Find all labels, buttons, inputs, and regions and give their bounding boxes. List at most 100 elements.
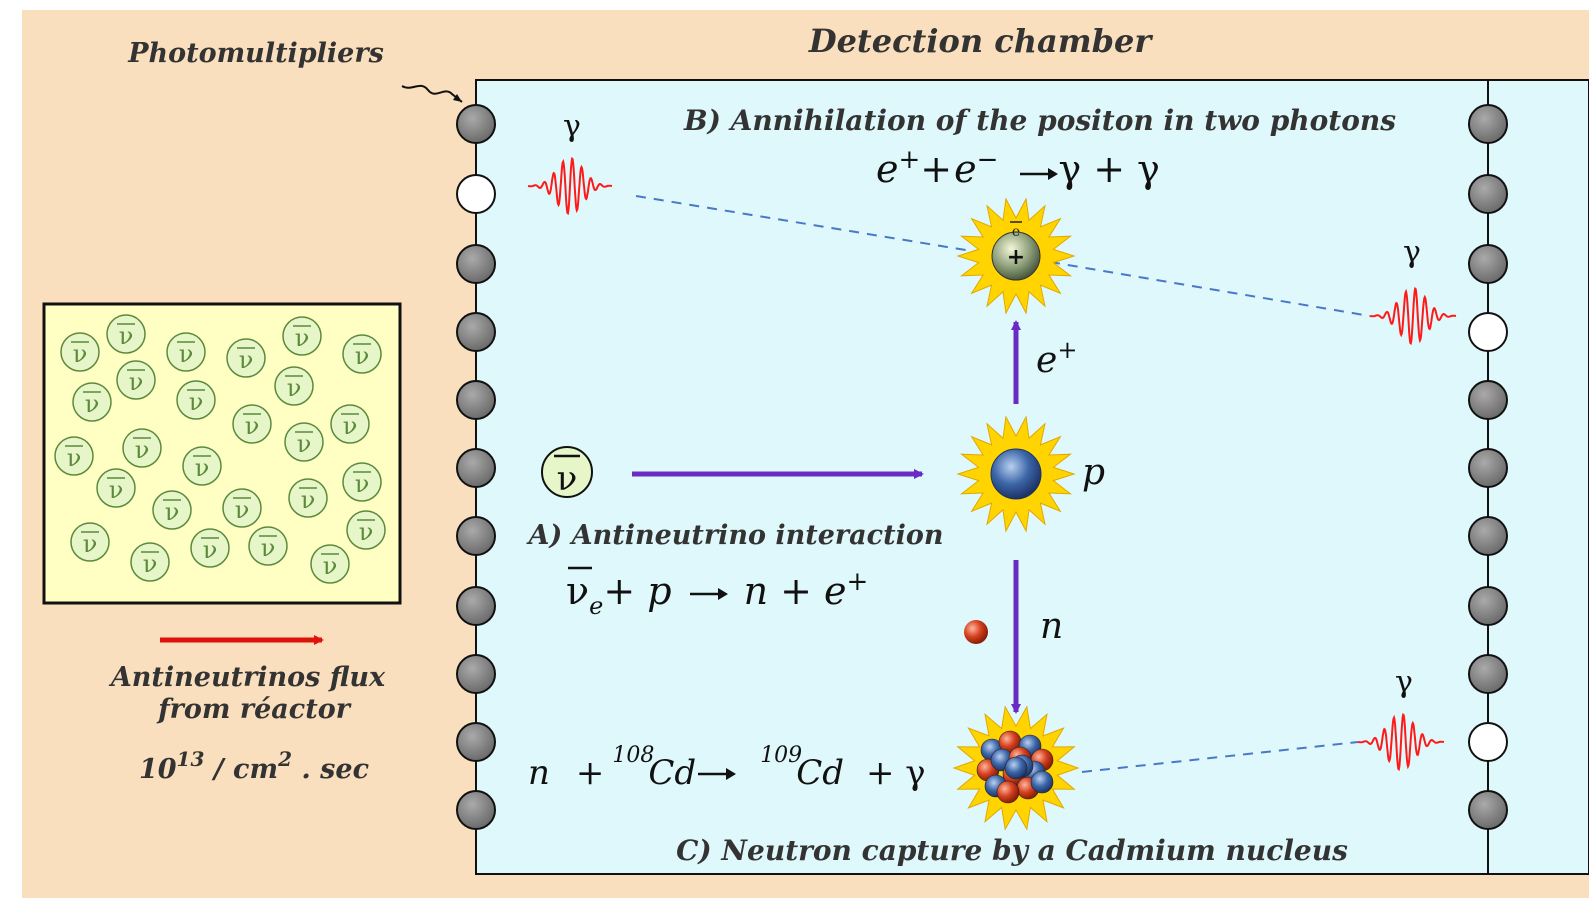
antineutrino-title: A) Antineutrino interaction bbox=[526, 520, 944, 551]
photomultiplier-column-left bbox=[456, 104, 496, 830]
photomultiplier bbox=[456, 654, 496, 694]
antineutrino-particle bbox=[60, 332, 100, 372]
photomultiplier bbox=[456, 174, 496, 214]
photon-path-upper-right bbox=[1049, 261, 1371, 317]
neutron bbox=[964, 620, 988, 644]
svg-text:ν: ν bbox=[245, 412, 260, 440]
antineutrino-particle bbox=[346, 510, 386, 550]
positronium-atom bbox=[991, 231, 1041, 281]
antineutrino-particle bbox=[284, 422, 324, 462]
photomultiplier bbox=[456, 448, 496, 488]
svg-text:ν: ν bbox=[235, 496, 250, 524]
photomultiplier bbox=[456, 516, 496, 556]
antineutrino-particle bbox=[130, 542, 170, 582]
antineutrino-particle bbox=[72, 382, 112, 422]
svg-text:ν: ν bbox=[119, 322, 134, 350]
photomultiplier bbox=[456, 380, 496, 420]
antineutrino-particle bbox=[190, 528, 230, 568]
svg-text:ν: ν bbox=[143, 550, 158, 578]
photomultiplier bbox=[1468, 174, 1508, 214]
gamma-label-upper-left: γ bbox=[563, 109, 581, 144]
neutron-label: n bbox=[1040, 606, 1063, 647]
antineutrino-particle bbox=[274, 366, 314, 406]
antineutrino-particle bbox=[116, 360, 156, 400]
svg-text:ν: ν bbox=[83, 530, 98, 558]
photomultiplier bbox=[456, 790, 496, 830]
antineutrino-particle bbox=[152, 490, 192, 530]
svg-text:ν: ν bbox=[297, 430, 312, 458]
capture-title: C) Neutron capture by a Cadmium nucleus bbox=[676, 834, 1348, 867]
photomultiplier bbox=[456, 104, 496, 144]
svg-text:ν: ν bbox=[239, 346, 254, 374]
photon-wave-upper-right bbox=[1369, 286, 1457, 346]
antineutrino-particle bbox=[222, 488, 262, 528]
cadmium-nucleus bbox=[976, 730, 1054, 804]
gamma-label-upper-right: γ bbox=[1403, 235, 1421, 270]
positronium-plus: + bbox=[1007, 245, 1025, 270]
proton bbox=[990, 448, 1042, 500]
flux-label-line1: Antineutrinos flux bbox=[108, 662, 386, 693]
annihilation-title: B) Annihilation of the positon in two ph… bbox=[683, 104, 1396, 137]
svg-text:ν: ν bbox=[355, 342, 370, 370]
svg-text:ν: ν bbox=[355, 470, 370, 498]
positronium-e-label: e bbox=[1012, 224, 1020, 240]
photomultipliers-label: Photomultipliers bbox=[127, 38, 384, 69]
positron-label: e+ bbox=[1036, 336, 1077, 381]
svg-text:ν: ν bbox=[179, 340, 194, 368]
svg-text:ν: ν bbox=[129, 368, 144, 396]
antineutrino-particle bbox=[330, 404, 370, 444]
svg-text:ν: ν bbox=[73, 340, 88, 368]
photomultiplier bbox=[1468, 312, 1508, 352]
svg-text:ν: ν bbox=[67, 444, 82, 472]
antineutrino-particle bbox=[166, 332, 206, 372]
antineutrino-particle bbox=[226, 338, 266, 378]
svg-text:ν: ν bbox=[85, 390, 100, 418]
antineutrino-particle bbox=[342, 462, 382, 502]
antineutrino-particle bbox=[232, 404, 272, 444]
antineutrino-particle bbox=[310, 544, 350, 584]
photomultiplier-pointer bbox=[401, 84, 463, 103]
photomultiplier bbox=[456, 312, 496, 352]
photomultiplier bbox=[1468, 654, 1508, 694]
photomultiplier bbox=[456, 586, 496, 626]
photon-wave-lower-right bbox=[1357, 712, 1445, 772]
proton-label: p bbox=[1082, 452, 1105, 493]
svg-text:ν: ν bbox=[343, 412, 358, 440]
antineutrino-particle bbox=[182, 446, 222, 486]
svg-text:ν: ν bbox=[195, 454, 210, 482]
svg-text:ν: ν bbox=[135, 436, 150, 464]
flux-label-line2: from réactor bbox=[156, 694, 352, 725]
svg-text:ν: ν bbox=[109, 476, 124, 504]
photomultiplier bbox=[1468, 586, 1508, 626]
incoming-antineutrino-symbol: ν bbox=[557, 459, 578, 499]
photomultiplier bbox=[1468, 380, 1508, 420]
photomultiplier bbox=[456, 722, 496, 762]
flux-rate: 1013 / cm2 . sec bbox=[139, 747, 369, 785]
photomultiplier bbox=[1468, 244, 1508, 284]
photomultiplier bbox=[1468, 722, 1508, 762]
svg-text:ν: ν bbox=[189, 388, 204, 416]
photomultiplier-column-right bbox=[1468, 104, 1508, 830]
incoming-antineutrino bbox=[541, 446, 593, 498]
photon-path-upper-left bbox=[635, 195, 991, 255]
svg-text:ν: ν bbox=[203, 536, 218, 564]
antineutrino-particle bbox=[122, 428, 162, 468]
antineutrino-particle bbox=[248, 526, 288, 566]
antineutrino-particle bbox=[176, 380, 216, 420]
photomultiplier bbox=[1468, 516, 1508, 556]
antineutrino-particle bbox=[288, 478, 328, 518]
gamma-label-lower-right: γ bbox=[1395, 665, 1413, 700]
svg-text:ν: ν bbox=[359, 518, 374, 546]
photomultiplier bbox=[456, 244, 496, 284]
antineutrino-particle bbox=[342, 334, 382, 374]
antineutrino-particle bbox=[282, 316, 322, 356]
svg-text:ν: ν bbox=[323, 552, 338, 580]
antineutrino-particle bbox=[54, 436, 94, 476]
svg-text:ν: ν bbox=[301, 486, 316, 514]
antineutrino-particle bbox=[70, 522, 110, 562]
svg-text:ν: ν bbox=[295, 324, 310, 352]
svg-text:ν: ν bbox=[165, 498, 180, 526]
photomultiplier bbox=[1468, 790, 1508, 830]
